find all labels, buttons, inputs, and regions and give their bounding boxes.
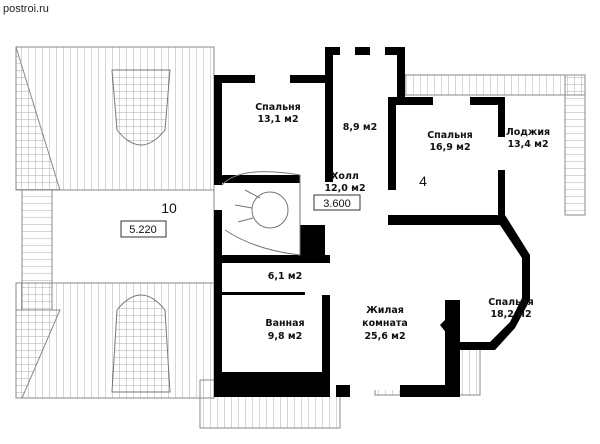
roof-left <box>15 46 215 399</box>
room-name-bedroom1: Спальня <box>255 102 301 113</box>
room-area-wc: 6,1 м2 <box>268 271 303 282</box>
level-void: 5.220 <box>129 224 157 236</box>
room-name-bedroom3: Спальня <box>488 297 534 308</box>
room-name-living-1: Жилая <box>366 305 404 316</box>
level-box-hall <box>313 194 361 211</box>
room-area-bath-upper: 8,9 м2 <box>343 122 378 133</box>
room-area-hall: 12,0 м2 <box>324 183 365 194</box>
room-area-bedroom2: 16,9 м2 <box>429 142 470 153</box>
void-number: 10 <box>161 200 177 216</box>
staircase <box>221 171 301 256</box>
room-name-loggia: Лоджия <box>506 127 550 138</box>
room-area-living: 25,6 м2 <box>364 331 405 342</box>
room-area-bedroom3: 18,2 м2 <box>490 309 531 320</box>
stair-number: 4 <box>419 173 427 189</box>
level-hall: 3.600 <box>323 198 351 210</box>
room-name-bedroom2: Спальня <box>427 130 473 141</box>
level-box-void <box>120 220 167 238</box>
room-name-living-2: комната <box>362 318 408 329</box>
room-name-hall: Холл <box>331 171 359 182</box>
walls <box>214 47 530 397</box>
room-area-loggia: 13,4 м2 <box>507 139 548 150</box>
room-area-bedroom1: 13,1 м2 <box>257 114 298 125</box>
site-watermark: postroi.ru <box>3 3 49 15</box>
room-area-bathroom: 9,8 м2 <box>268 331 303 342</box>
room-name-bathroom: Ванная <box>265 318 304 329</box>
